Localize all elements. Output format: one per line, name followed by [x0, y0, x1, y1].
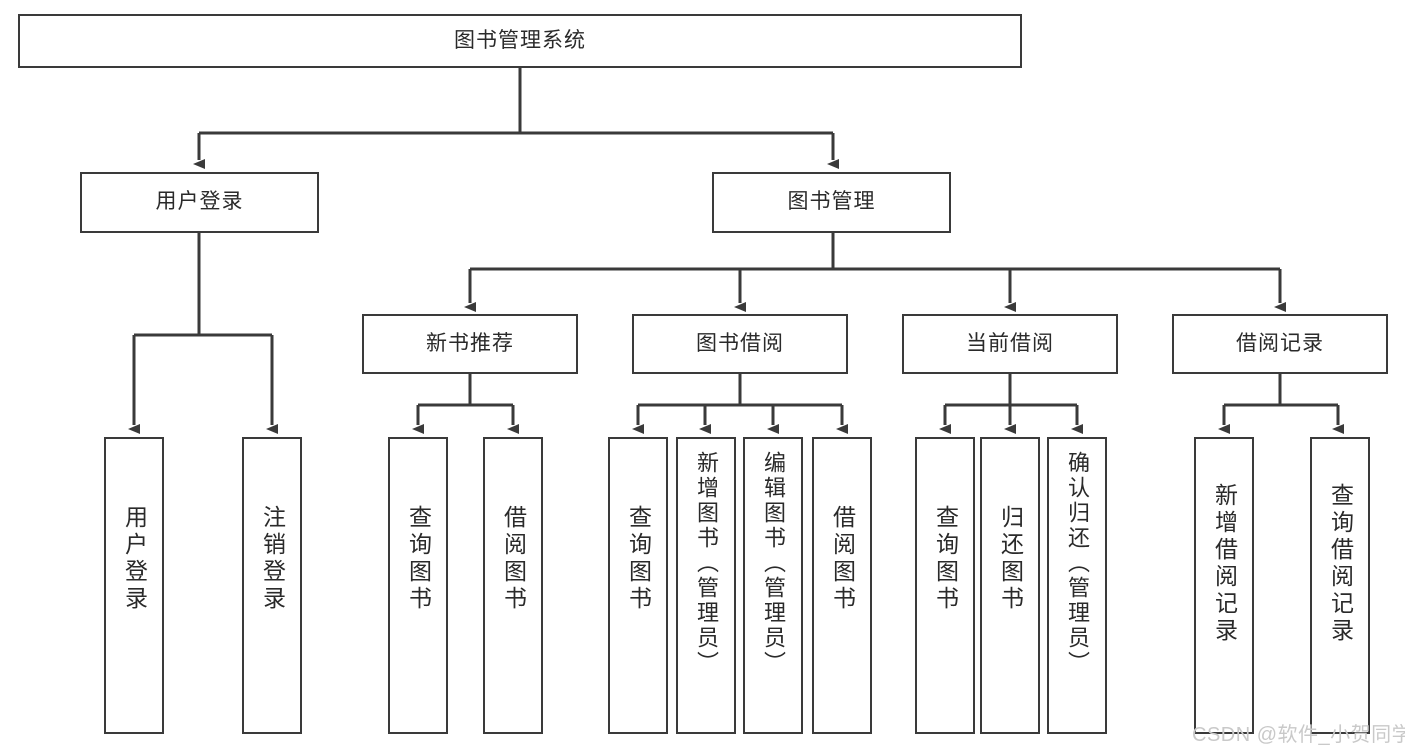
- node-new-book-recommend[interactable]: 新书推荐: [362, 314, 578, 374]
- leaf-add-borrow-record[interactable]: 新增借阅记录: [1194, 437, 1254, 734]
- leaf-query-book-borrow[interactable]: 查询图书: [608, 437, 668, 734]
- node-label: 编辑图书（管理员）: [761, 451, 786, 676]
- node-label: 借阅图书: [829, 505, 856, 613]
- node-user-login[interactable]: 用户登录: [80, 172, 319, 233]
- watermark: CSDN @软件_小贺同学: [1192, 724, 1405, 746]
- leaf-borrow-book[interactable]: 借阅图书: [812, 437, 872, 734]
- node-borrow-record[interactable]: 借阅记录: [1172, 314, 1388, 374]
- leaf-query-borrow-record[interactable]: 查询借阅记录: [1310, 437, 1370, 734]
- node-label: 借阅图书: [500, 505, 527, 613]
- leaf-borrow-book-new[interactable]: 借阅图书: [483, 437, 543, 734]
- leaf-add-book-admin[interactable]: 新增图书（管理员）: [676, 437, 736, 734]
- node-label: 查询图书: [932, 505, 959, 613]
- leaf-logout-login[interactable]: 注销登录: [242, 437, 302, 734]
- leaf-return-book[interactable]: 归还图书: [980, 437, 1040, 734]
- node-label: 归还图书: [997, 505, 1024, 613]
- node-book-management[interactable]: 图书管理: [712, 172, 951, 233]
- node-label: 当前借阅: [966, 331, 1054, 355]
- node-label: 新增借阅记录: [1211, 483, 1238, 645]
- node-label: 图书借阅: [696, 331, 784, 355]
- node-label: 借阅记录: [1236, 331, 1324, 355]
- node-label: 新增图书（管理员）: [694, 451, 719, 676]
- node-label: 图书管理: [787, 190, 876, 214]
- node-label: 注销登录: [259, 505, 286, 613]
- leaf-confirm-return-admin[interactable]: 确认归还（管理员）: [1047, 437, 1107, 734]
- leaf-user-login[interactable]: 用户登录: [104, 437, 164, 734]
- leaf-edit-book-admin[interactable]: 编辑图书（管理员）: [743, 437, 803, 734]
- node-label: 图书管理系统: [454, 28, 586, 52]
- node-label: 查询图书: [625, 505, 652, 613]
- leaf-query-book-current[interactable]: 查询图书: [915, 437, 975, 734]
- leaf-query-book-new[interactable]: 查询图书: [388, 437, 448, 734]
- node-label: 确认归还（管理员）: [1065, 451, 1090, 676]
- node-label: 用户登录: [121, 505, 148, 613]
- node-book-borrow[interactable]: 图书借阅: [632, 314, 848, 374]
- node-label: 新书推荐: [426, 331, 514, 355]
- node-label: 用户登录: [155, 190, 244, 214]
- node-root-system[interactable]: 图书管理系统: [18, 14, 1022, 68]
- node-current-borrow[interactable]: 当前借阅: [902, 314, 1118, 374]
- node-label: 查询借阅记录: [1327, 483, 1354, 645]
- node-label: 查询图书: [405, 505, 432, 613]
